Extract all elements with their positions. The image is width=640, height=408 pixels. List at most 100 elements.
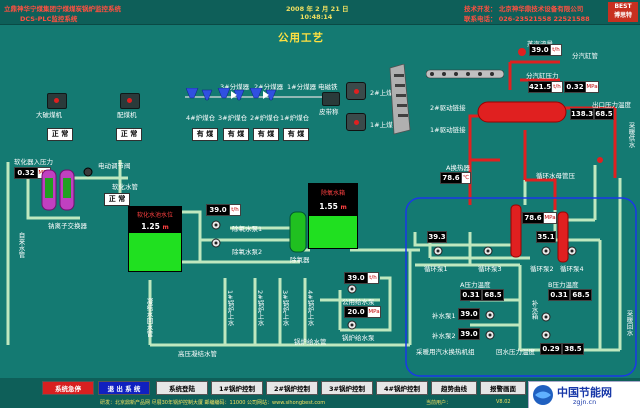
return-pipe-label: 凝结水回水管: [145, 298, 153, 337]
splitter-3-label: 3#分煤器: [220, 83, 250, 91]
crusher-status-badge: 正 常: [47, 128, 73, 141]
boiler-2-feed-label: 2#锅炉上水: [256, 290, 264, 326]
circ-pump-4-icon[interactable]: [566, 246, 578, 256]
conveyor-belt-icon: [426, 69, 504, 79]
deaerator-tank-label: 除氧水箱: [320, 190, 345, 197]
header-pressure-value: 0.32: [564, 81, 586, 93]
circ-pump-1-label: 循环泵1: [424, 265, 448, 273]
public-pump-unit: t/h: [367, 272, 379, 284]
heating-unit-label: 采暖用汽水换热机组: [416, 348, 475, 356]
circ-pump-1-value: 39.3: [427, 231, 447, 243]
makeup-tank-label: 补水箱: [530, 300, 538, 320]
exchanger-a-temp-unit: ℃: [461, 172, 471, 184]
coal-elevator-icon: [389, 64, 411, 135]
boiler-1-control-button[interactable]: 1#锅炉控制: [211, 381, 263, 395]
drive-1-label: 1#驱动链接: [430, 126, 466, 134]
feeder-status-badge: 正 常: [116, 128, 142, 141]
a-pressure-value: 0.31: [460, 289, 482, 301]
deaerator-label: 除氧器: [290, 256, 310, 264]
boiler-3-feed-label: 3#锅炉上水: [281, 290, 289, 326]
boiler-3-control-button[interactable]: 3#锅炉控制: [321, 381, 373, 395]
circ-pump-4-label: 循环泵4: [560, 265, 584, 273]
boiler-feed-pump-label: 锅炉给水泵: [342, 334, 375, 342]
silo-4-label: 4#炉煤仓: [186, 114, 216, 122]
motor-2-icon: [346, 82, 366, 100]
coal-crusher-label: 大破煤机: [36, 111, 62, 119]
exchanger-a-temp-value: 78.6: [440, 172, 462, 184]
circ-pump-2-label: 循环泵3: [478, 265, 502, 273]
drive-2-label: 2#驱动链接: [430, 104, 466, 112]
makeup-pump-2-icon[interactable]: [484, 330, 496, 340]
silo-1-label: 1#炉煤仓: [280, 114, 310, 122]
coal-feeder-label: 配煤机: [117, 111, 137, 119]
motor-1-icon: [346, 113, 366, 131]
feed-pressure-unit: MPa: [367, 306, 381, 318]
circ-pump-3-icon[interactable]: [540, 246, 552, 256]
circ-pump-3-label: 循环泵2: [530, 265, 554, 273]
valve-status-badge: 正 常: [104, 193, 130, 206]
outlet-pressure-value: 68.5: [594, 108, 614, 120]
return-pressure-value: 0.29: [540, 343, 562, 355]
splitter-1-label: 1#分煤器: [287, 83, 317, 91]
exit-system-button[interactable]: 退 出 系 统: [98, 381, 150, 395]
a-pressure-label: A压力温度: [460, 281, 491, 289]
emergency-stop-button[interactable]: 系统急停: [42, 381, 94, 395]
boiler-feed-pump-icon[interactable]: [346, 320, 358, 330]
footer-user: 当前用户：: [426, 400, 452, 406]
trend-curve-button[interactable]: 趋势曲线: [431, 381, 477, 395]
deaerator-pump-value: 39.0: [206, 204, 230, 216]
belt-scale-label: 皮带称: [319, 108, 339, 116]
magnet-label: 电磁铁: [318, 83, 338, 91]
coal-crusher-icon: [47, 93, 67, 109]
makeup-pump-2-value: 39.0: [458, 328, 480, 340]
circ-pump-2-icon[interactable]: [482, 246, 494, 256]
makeup-pump-4-icon[interactable]: [540, 330, 552, 340]
makeup-pump-3-icon[interactable]: [540, 312, 552, 322]
silo-3-label: 3#炉煤仓: [218, 114, 248, 122]
subsystem-name: DCS-PLC监控系统: [20, 15, 78, 23]
public-pump-icon[interactable]: [346, 284, 358, 294]
deaerator-pump-2-icon[interactable]: [210, 238, 222, 248]
boiler-4-feed-label: 4#锅炉上水: [306, 290, 314, 326]
header-pressure-unit: MPa: [585, 81, 599, 93]
steam-flow-value: 39.0: [529, 44, 551, 56]
footer-version: V8.02: [496, 399, 511, 405]
boiler-2-control-button[interactable]: 2#锅炉控制: [266, 381, 318, 395]
deaerator-pump-2-label: 除氧水泵2: [232, 248, 263, 256]
silo-4-status-badge: 有 煤: [192, 128, 218, 141]
deaerator-pump-1-icon[interactable]: [210, 220, 222, 230]
softened-water-label: 软化水管: [112, 183, 138, 191]
a-temp-value: 68.5: [482, 289, 504, 301]
high-pressure-water-label: 高压凝结水管: [178, 350, 217, 358]
loop-pipe-label: 循环水母管压: [536, 172, 575, 180]
page-title: 公用工艺: [278, 32, 324, 44]
b-pressure-label: B压力温度: [548, 281, 579, 289]
heating-return-label: 采暖回水: [625, 310, 633, 336]
exchanger-a-label: A换热器: [446, 164, 470, 172]
circ-pump-1-icon[interactable]: [432, 246, 444, 256]
loop-pressure-value: 78.6: [522, 212, 544, 224]
system-login-button[interactable]: 系统登陆: [156, 381, 208, 395]
header-bar: 立鼎神华宁煤集团宁煤煤炭锅炉监控系统 DCS-PLC监控系统 2008 年 2 …: [0, 0, 640, 25]
coal-feeder-icon: [120, 93, 140, 109]
boiler-4-control-button[interactable]: 4#锅炉控制: [376, 381, 428, 395]
heating-supply-label: 采暖供水: [627, 122, 635, 148]
alarm-screen-button[interactable]: 报警画面: [480, 381, 526, 395]
return-temp-label: 回水压力温度: [496, 348, 535, 356]
steam-flow-unit: t/h: [550, 44, 562, 56]
tap-water-label: 自来水管: [17, 232, 25, 258]
silo-2-label: 2#炉煤仓: [250, 114, 280, 122]
deaerator-tank-level: 1.55 m: [319, 202, 347, 211]
public-pump-label: 公用给水泵: [342, 298, 375, 306]
b-temp-value: 68.5: [570, 289, 592, 301]
return-temp-value: 38.5: [562, 343, 584, 355]
softener-pressure-value: 0.32: [14, 167, 38, 179]
header-company: 技术开发： 北京神华鼎技术设备有限公司: [464, 5, 584, 13]
plant-name: 立鼎神华宁煤集团宁煤煤炭锅炉监控系统: [4, 5, 121, 13]
boiler-1-feed-label: 1#锅炉上水: [226, 290, 234, 326]
makeup-pump-1-icon[interactable]: [484, 310, 496, 320]
coal-1-label: 1#上煤: [370, 121, 393, 129]
